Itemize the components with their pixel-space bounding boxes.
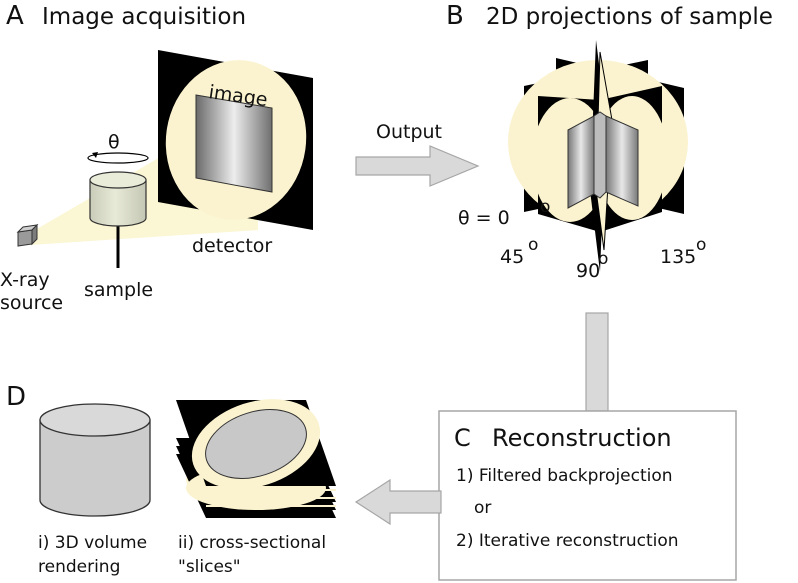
angle-45-label: 45 [500,246,524,268]
xray-source-icon [16,223,39,247]
slices-label-line2: "slices" [178,557,241,577]
angle-135-label: 135 [660,246,696,268]
angle-135-degree: o [696,235,706,255]
theta-label: θ [108,131,120,153]
method-1: 1) Filtered backprojection [456,466,673,486]
angle-0-degree: o [540,197,550,217]
panel-c-letter: C [454,424,471,452]
projection-stack [508,40,688,272]
output-arrow [355,145,480,187]
panel-c-title: Reconstruction [492,424,672,452]
angle-45-degree: o [528,235,538,255]
panel-b-letter: B [446,1,464,31]
sample-label: sample [84,279,153,301]
detector-label: detector [192,235,272,257]
volume-label-line2: rendering [38,557,120,577]
volume-cylinder-icon [39,403,151,517]
panel-b-title: 2D projections of sample [486,4,773,30]
angle-90-degree: o [598,249,608,269]
slices-label-line1: ii) cross-sectional [178,533,326,553]
panel-d-letter: D [6,382,26,412]
rotation-arrow-icon [87,152,149,164]
method-2: 2) Iterative reconstruction [456,531,679,551]
panel-a-letter: A [6,1,24,31]
method-or: or [474,498,491,518]
detector-image [195,94,273,193]
left-arrow [354,478,442,526]
slice-stack-icon [176,399,336,518]
angle-90-label: 90 [576,260,600,282]
reconstruction-box [438,410,737,581]
output-label: Output [376,121,442,143]
down-arrow [585,312,609,412]
volume-label-line1: i) 3D volume [38,533,147,553]
panel-a-title: Image acquisition [42,4,246,30]
sample-cylinder-icon [89,171,147,227]
xray-label-line2: source [0,292,63,314]
angle-0-label: θ = 0 [458,207,510,229]
xray-label-line1: X-ray [0,269,50,291]
